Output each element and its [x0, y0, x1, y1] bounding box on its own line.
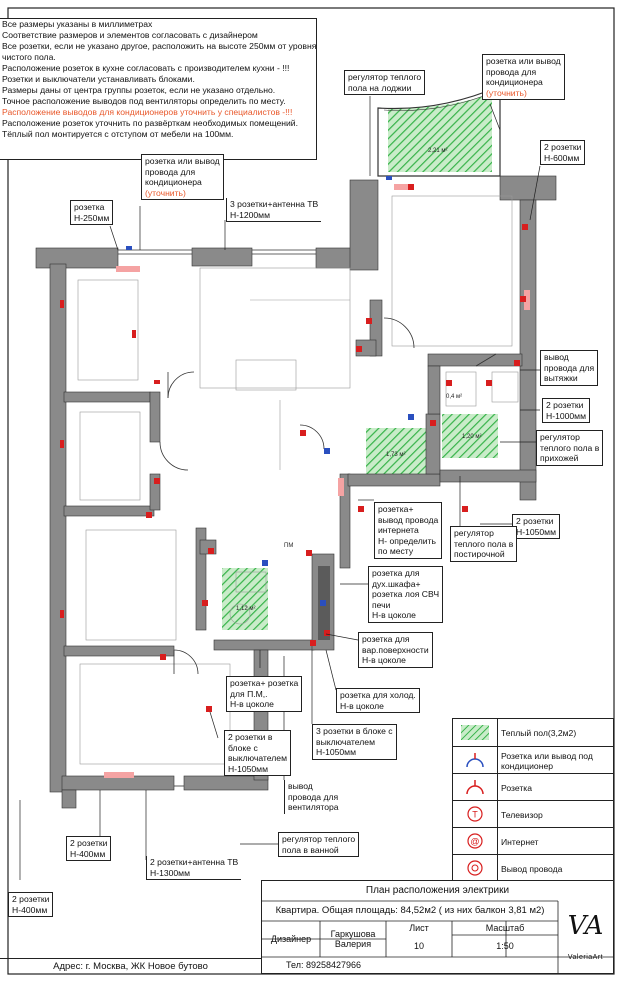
- legend-panel: Теплый пол(3,2м2) Розетка или вывод под …: [452, 718, 614, 882]
- legend-label: Интернет: [501, 836, 539, 847]
- note-line: Расположение розеток уточнить по развёрт…: [2, 118, 298, 128]
- svg-text:T: T: [472, 810, 478, 820]
- area-label-small: 0,4 м²: [446, 394, 463, 400]
- callout-fridge: розетка для холод.Н-в цоколе: [336, 688, 420, 713]
- area-label-laundry: 1,73 м²: [386, 452, 406, 458]
- designer-name: Гаркушова Валерия: [330, 929, 376, 949]
- heated-floor-loggia: [388, 94, 492, 172]
- scale-label: Масштаб: [485, 923, 525, 933]
- legend-label: Телевизор: [501, 809, 543, 820]
- note-line: Размеры даны от центра группы розеток, е…: [2, 85, 276, 95]
- area-label-loggia: 2,21 м²: [428, 148, 448, 154]
- note-line: Все розетки, если не указано другое, рас…: [2, 41, 317, 51]
- legend-label: Розетка: [501, 782, 533, 793]
- apartment-info: Квартира. Общая площадь: 84,52м2 ( из ни…: [275, 905, 545, 916]
- area-label-hall: 1,20 м²: [462, 434, 482, 440]
- legend-label: Теплый пол(3,2м2): [501, 727, 577, 738]
- address: Адрес: г. Москва, ЖК Новое бутово: [0, 958, 261, 973]
- note-line: Точное расположение выводов под вентилят…: [2, 96, 286, 106]
- wire-icon: [453, 855, 498, 882]
- legend-row: Розетка: [453, 773, 613, 801]
- note-line: Соответствие размеров и элементов соглас…: [2, 30, 258, 40]
- note-line: Розетки и выключатели устанавливать блок…: [2, 74, 195, 84]
- area-label-pm: ПМ: [284, 543, 294, 549]
- notes-panel: Все размеры указаны в миллиметрах Соотве…: [0, 18, 317, 160]
- title-block: План расположения электрики Квартира. Об…: [261, 880, 614, 974]
- sheet-value: 10: [413, 941, 424, 951]
- note-line: Расположение розеток в кухне согласовать…: [2, 63, 290, 73]
- legend-row: Теплый пол(3,2м2): [453, 719, 613, 746]
- note-line: чистого пола.: [2, 52, 56, 62]
- legend-label: Вывод провода: [501, 863, 563, 874]
- title-block-grid: [262, 900, 613, 973]
- sheet-label: Лист: [409, 923, 429, 933]
- outlet-icon: [453, 774, 498, 801]
- designer-label: Дизайнер: [270, 934, 312, 944]
- phone: Тел: 89258427966: [286, 960, 362, 970]
- brand-name: ValeriaArt: [567, 954, 604, 961]
- heated-floor-hall: [442, 414, 498, 458]
- svg-text:@: @: [470, 837, 479, 847]
- note-line: Тёплый пол монтируется с отступом от меб…: [2, 129, 234, 139]
- legend-row: Розетка или вывод под кондиционер: [453, 746, 613, 774]
- legend-row: Вывод провода: [453, 854, 613, 882]
- area-label-bath: 1,12 м²: [236, 606, 256, 612]
- plan-title: План расположения электрики: [365, 885, 510, 896]
- note-line: Все размеры указаны в миллиметрах: [2, 19, 153, 29]
- legend-row: T Телевизор: [453, 800, 613, 828]
- note-line: Расположение выводов для кондиционеров у…: [2, 107, 293, 117]
- legend-row: @ Интернет: [453, 827, 613, 855]
- brand-logo: VA: [567, 911, 604, 941]
- hatch-icon: [453, 719, 498, 746]
- ac-outlet-icon: [453, 747, 498, 774]
- heated-floor-laundry: [366, 428, 426, 474]
- heated-floor-bath: [222, 568, 268, 630]
- scale-value: 1:50: [496, 941, 514, 951]
- tv-icon: T: [453, 801, 498, 828]
- internet-icon: @: [453, 828, 498, 855]
- legend-label: Розетка или вывод под кондиционер: [501, 750, 593, 771]
